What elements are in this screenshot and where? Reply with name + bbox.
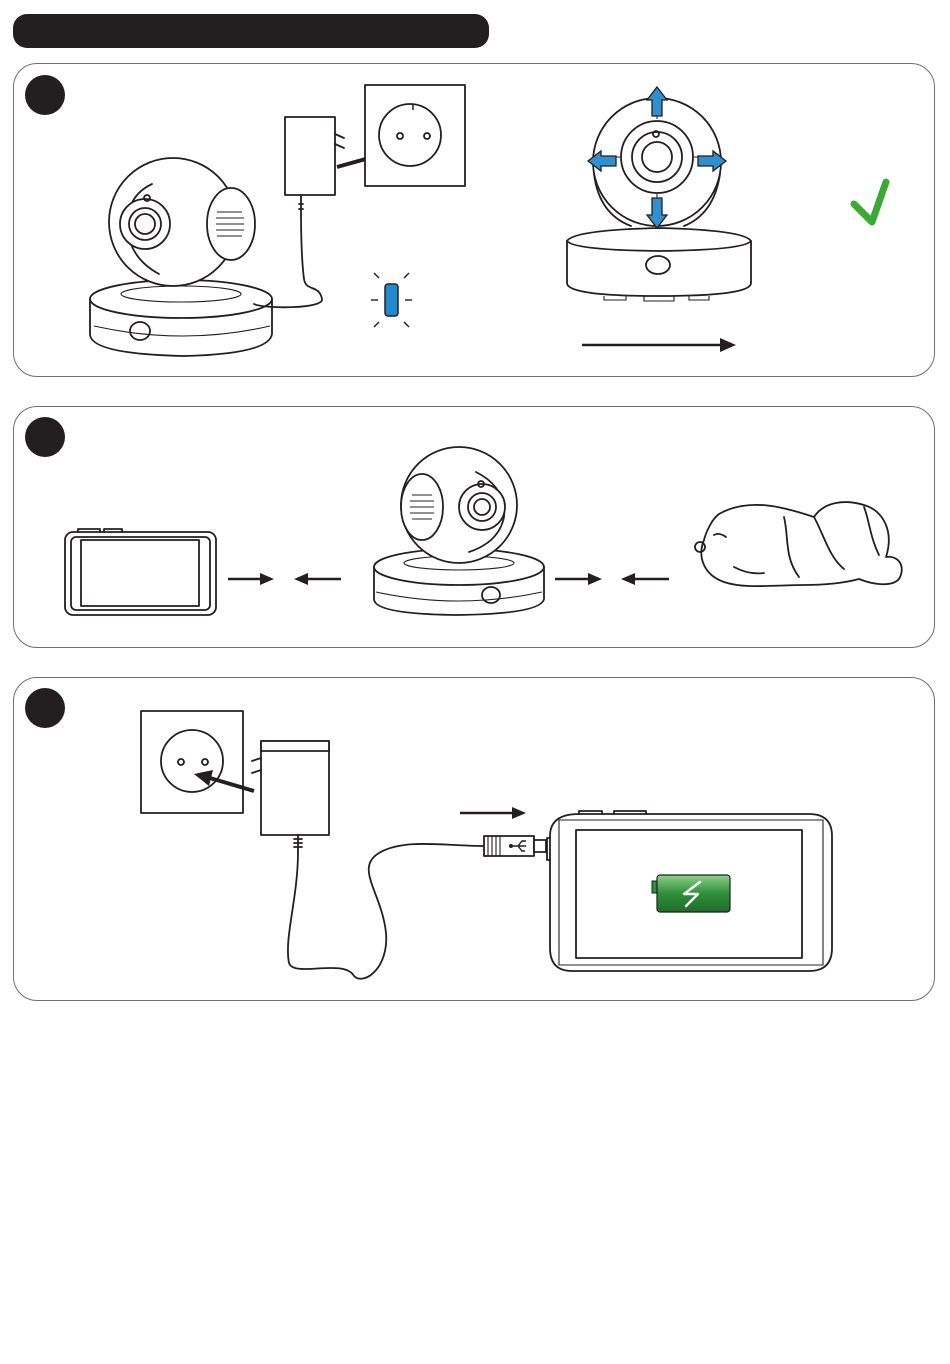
step-3-panel <box>13 677 935 1001</box>
step-1-panel <box>13 63 935 377</box>
power-adapter-icon <box>252 741 484 979</box>
time-arrow-icon <box>582 338 736 352</box>
wall-socket-icon <box>365 85 465 186</box>
checkmark-icon <box>854 182 886 222</box>
battery-charging-icon <box>652 875 730 912</box>
connect-arrow-icon <box>460 807 526 819</box>
header-bar <box>13 14 489 48</box>
power-adapter-icon <box>254 117 344 307</box>
blue-led-icon <box>371 273 412 327</box>
camera-icon <box>374 447 544 615</box>
distance-arrows-icon <box>555 573 669 585</box>
baby-icon <box>695 502 902 586</box>
parent-unit-icon <box>65 529 216 615</box>
usb-icon <box>484 836 546 856</box>
step-2-panel <box>13 406 935 648</box>
link-arrows-icon <box>228 573 341 585</box>
wall-socket-icon <box>141 711 243 813</box>
camera-icon <box>90 158 272 356</box>
